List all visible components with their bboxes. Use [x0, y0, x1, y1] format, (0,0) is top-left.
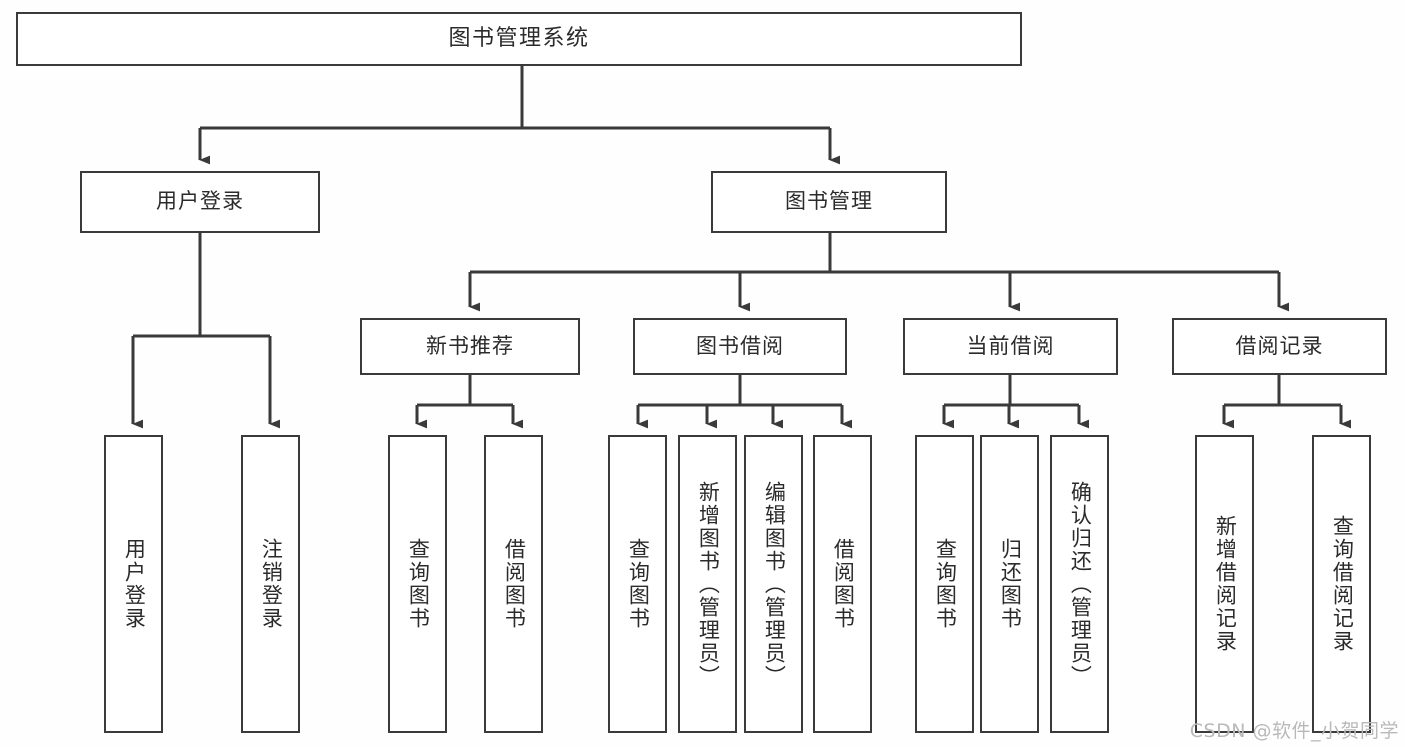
node-book-management-label: 图书管理: [785, 189, 873, 214]
leaf-label: 新增借阅记录: [1213, 515, 1238, 653]
leaf-label: 新增图书（管理员）: [696, 480, 721, 688]
node-root[interactable]: 图书管理系统: [16, 12, 1022, 66]
leaf-current-return-book[interactable]: 归还图书: [980, 435, 1039, 733]
leaf-record-add[interactable]: 新增借阅记录: [1195, 435, 1254, 733]
leaf-current-confirm-return[interactable]: 确认归还（管理员）: [1050, 435, 1109, 733]
node-user-login-label: 用户登录: [156, 189, 244, 214]
leaf-label: 编辑图书（管理员）: [762, 480, 787, 688]
node-current-borrow-label: 当前借阅: [966, 333, 1055, 358]
leaf-label: 借阅图书: [502, 538, 527, 630]
node-user-login[interactable]: 用户登录: [80, 171, 320, 233]
leaf-borrow-edit-book[interactable]: 编辑图书（管理员）: [744, 435, 803, 733]
leaf-label: 归还图书: [998, 538, 1023, 630]
leaf-borrow-add-book[interactable]: 新增图书（管理员）: [678, 435, 737, 733]
leaf-label: 查询图书: [626, 538, 651, 630]
leaf-record-query[interactable]: 查询借阅记录: [1312, 435, 1371, 733]
leaf-user-login-login[interactable]: 用户登录: [104, 435, 163, 733]
node-book-management[interactable]: 图书管理: [711, 171, 947, 233]
node-root-label: 图书管理系统: [448, 25, 590, 51]
leaf-label: 查询图书: [933, 538, 958, 630]
csdn-watermark: CSDN @软件_小贺同学: [1189, 720, 1399, 742]
leaf-new-book-query[interactable]: 查询图书: [388, 435, 447, 733]
leaf-user-login-logout[interactable]: 注销登录: [241, 435, 300, 733]
node-book-borrow[interactable]: 图书借阅: [633, 318, 847, 375]
leaf-label: 注销登录: [259, 538, 284, 630]
leaf-label: 借阅图书: [831, 538, 856, 630]
leaf-label: 用户登录: [122, 538, 147, 630]
leaf-current-query-book[interactable]: 查询图书: [915, 435, 974, 733]
node-borrow-record[interactable]: 借阅记录: [1172, 318, 1387, 375]
leaf-borrow-borrow-book[interactable]: 借阅图书: [813, 435, 872, 733]
leaf-label: 查询借阅记录: [1330, 515, 1355, 653]
node-current-borrow[interactable]: 当前借阅: [903, 318, 1118, 375]
node-book-borrow-label: 图书借阅: [696, 333, 784, 358]
node-new-book-recommend[interactable]: 新书推荐: [360, 318, 580, 375]
node-borrow-record-label: 借阅记录: [1235, 333, 1324, 358]
node-new-book-recommend-label: 新书推荐: [426, 333, 514, 358]
leaf-label: 查询图书: [406, 538, 431, 630]
leaf-label: 确认归还（管理员）: [1068, 480, 1093, 688]
leaf-borrow-query-book[interactable]: 查询图书: [608, 435, 667, 733]
leaf-new-book-borrow[interactable]: 借阅图书: [484, 435, 543, 733]
